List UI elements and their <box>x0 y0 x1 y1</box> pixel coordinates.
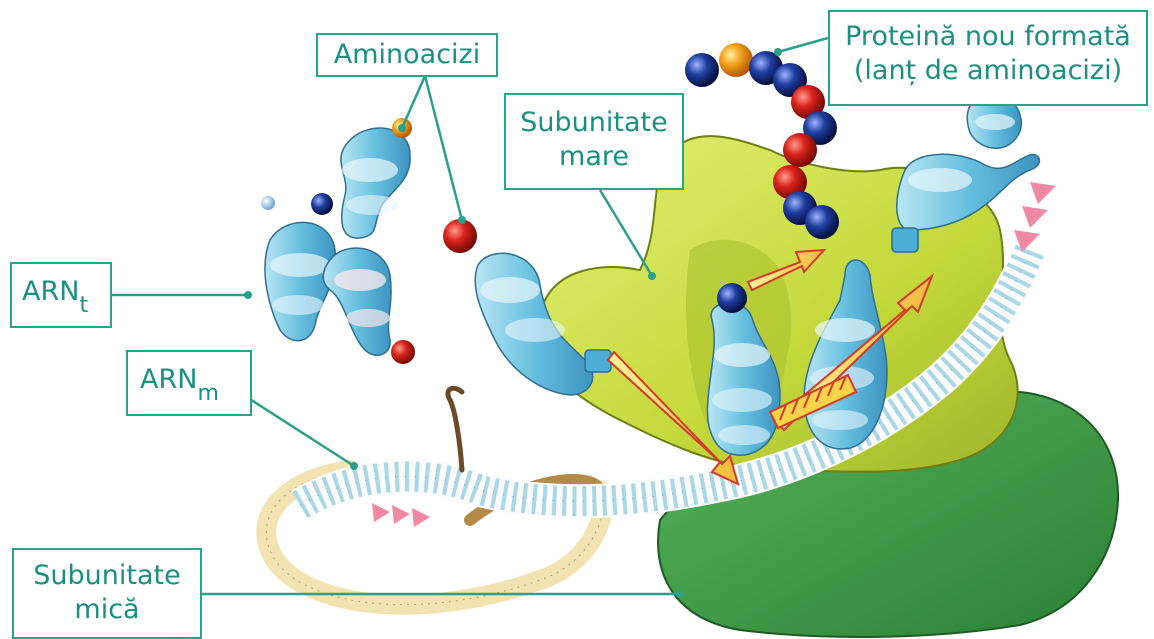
label-arnt: ARNt <box>10 262 112 328</box>
label-arnt-sub: t <box>79 293 88 318</box>
label-subunitate-mica: Subunitate mică <box>12 548 202 639</box>
exit-direction-arrows <box>1014 182 1056 252</box>
amino-acid-light <box>261 196 275 210</box>
mrna-direction-arrows <box>372 503 430 527</box>
label-arnm-main: ARN <box>140 364 197 395</box>
amino-acid-red <box>391 340 415 364</box>
label-proteina-line2: (lanț de aminoacizi) <box>830 54 1146 88</box>
trna-free-1 <box>341 128 410 238</box>
label-proteina-noua: Proteină nou formată (lanț de aminoacizi… <box>828 10 1148 106</box>
amino-acid-blue <box>311 193 333 215</box>
label-subunitate-mica-line2: mică <box>14 593 200 627</box>
trna-free-3 <box>323 248 391 355</box>
amino-acid-blue-site <box>717 283 747 313</box>
label-subunitate-mare-line1: Subunitate <box>506 106 682 140</box>
label-aminoacizi-text: Aminoacizi <box>334 39 480 70</box>
label-proteina-line1: Proteină nou formată <box>830 20 1146 54</box>
label-subunitate-mare: Subunitate mare <box>504 93 684 190</box>
label-aminoacizi: Aminoacizi <box>316 33 498 77</box>
label-arnm: ARNm <box>126 350 252 416</box>
label-subunitate-mare-line2: mare <box>506 140 682 174</box>
amino-acid-red-incoming <box>443 219 477 253</box>
label-arnt-main: ARN <box>22 276 79 307</box>
label-arnm-sub: m <box>197 381 218 406</box>
label-subunitate-mica-line1: Subunitate <box>14 559 200 593</box>
